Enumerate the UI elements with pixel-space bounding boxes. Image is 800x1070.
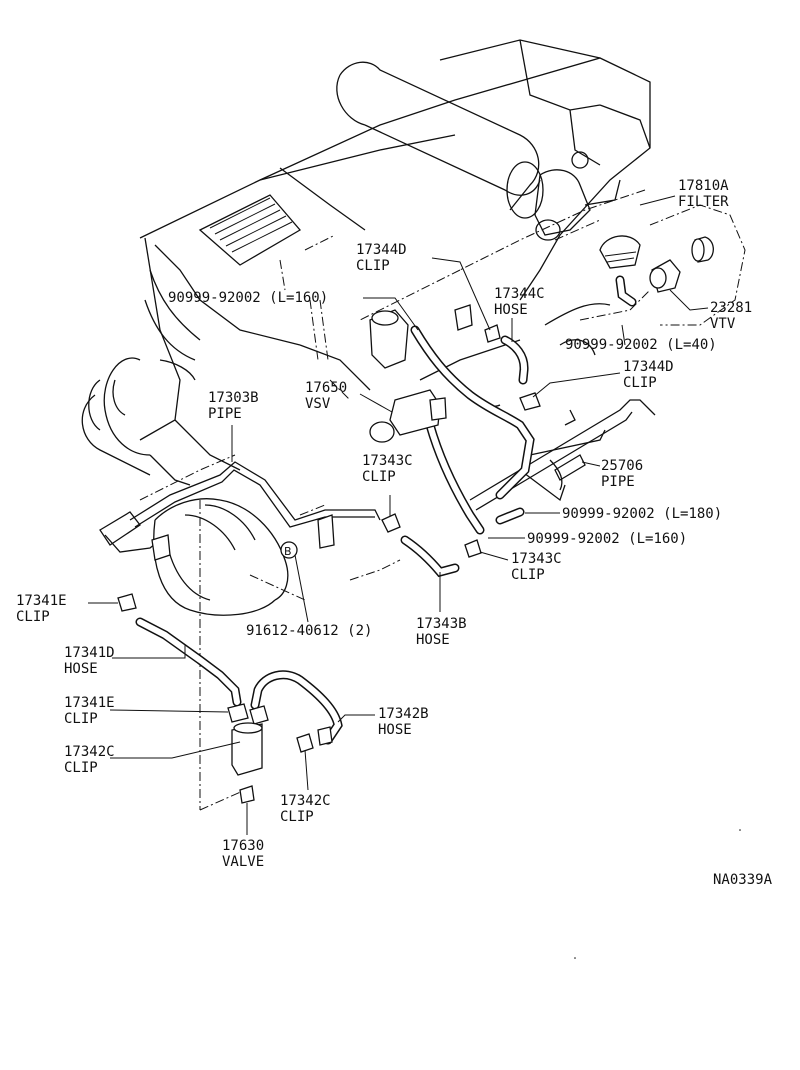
callout-hose-l160-top: 90999-92002 (L=160) xyxy=(168,290,328,306)
bolt-marker-text: B xyxy=(284,545,292,558)
callout-bolt-91612: 91612-40612 (2) xyxy=(246,623,372,639)
part-number: 17342B xyxy=(378,706,429,722)
components: B xyxy=(117,235,714,804)
part-name: CLIP xyxy=(280,809,314,825)
part-number: 90999-92002 xyxy=(527,531,620,547)
part-number: 17344D xyxy=(623,359,674,375)
part-name: HOSE xyxy=(378,722,412,738)
reference-lines xyxy=(139,189,746,811)
leader-lines xyxy=(88,195,709,835)
part-name: VALVE xyxy=(222,854,265,870)
part-number: 17810A xyxy=(678,178,729,194)
part-number: 25706 xyxy=(601,458,644,474)
part-name: CLIP xyxy=(362,469,396,485)
diagram-code: NA0339A xyxy=(713,872,773,888)
part-name: CLIP xyxy=(511,567,545,583)
part-name: CLIP xyxy=(64,760,98,776)
part-number: 17341D xyxy=(64,645,115,661)
part-name: (L=160) xyxy=(269,290,329,306)
part-number: 17342C xyxy=(64,744,115,760)
part-number: 17343B xyxy=(416,616,467,632)
part-name: VSV xyxy=(305,396,331,412)
part-name: HOSE xyxy=(494,302,528,318)
part-name: (2) xyxy=(347,623,373,639)
part-number: 90999-92002 xyxy=(562,506,655,522)
part-number: 17342C xyxy=(280,793,331,809)
part-name: (L=40) xyxy=(666,337,717,353)
left-manifold xyxy=(81,357,196,486)
part-name: CLIP xyxy=(356,258,390,274)
part-number: 17630 xyxy=(222,838,265,854)
part-number: 23281 xyxy=(710,300,753,316)
part-number: 90999-92002 xyxy=(168,290,261,306)
part-number: 17341E xyxy=(64,695,115,711)
callout-hose-l160-low: 90999-92002 (L=160) xyxy=(527,531,687,547)
part-name: CLIP xyxy=(64,711,98,727)
part-name: CLIP xyxy=(16,609,50,625)
part-number: 17344D xyxy=(356,242,407,258)
callout-hose-l40: 90999-92002 (L=40) xyxy=(565,337,717,353)
engine-outline xyxy=(139,39,651,471)
callout-hose-l180: 90999-92002 (L=180) xyxy=(562,506,722,522)
part-number: 17343C xyxy=(511,551,562,567)
part-number: 17303B xyxy=(208,390,259,406)
part-name: FILTER xyxy=(678,194,729,210)
part-name: HOSE xyxy=(64,661,98,677)
part-name: PIPE xyxy=(601,474,635,490)
part-name: VTV xyxy=(710,316,736,332)
part-name: (L=180) xyxy=(663,506,723,522)
part-number: 17343C xyxy=(362,453,413,469)
part-name: HOSE xyxy=(416,632,450,648)
part-number: 17341E xyxy=(16,593,67,609)
lower-tank xyxy=(153,498,289,616)
part-number: 17344C xyxy=(494,286,545,302)
part-number: 91612-40612 xyxy=(246,623,339,639)
part-name: (L=160) xyxy=(628,531,688,547)
part-name: PIPE xyxy=(208,406,242,422)
hoses xyxy=(135,275,637,745)
part-number: 90999-92002 xyxy=(565,337,658,353)
part-name: CLIP xyxy=(623,375,657,391)
part-number: 17650 xyxy=(305,380,348,396)
